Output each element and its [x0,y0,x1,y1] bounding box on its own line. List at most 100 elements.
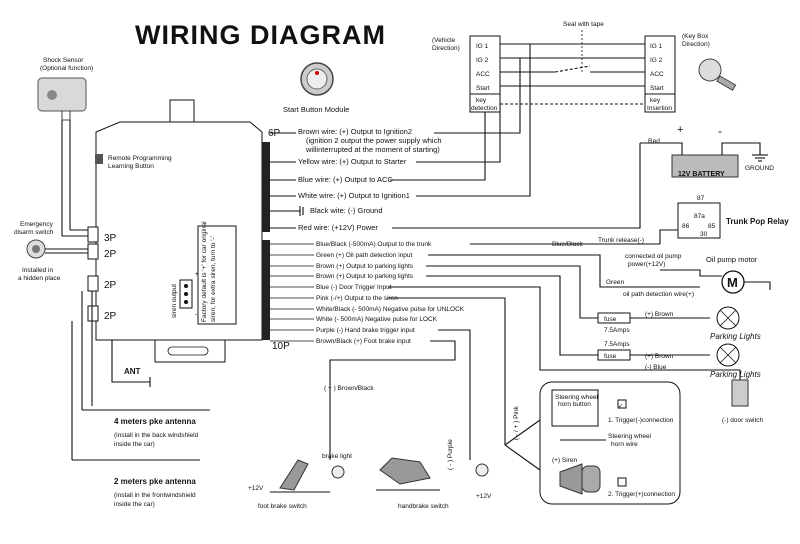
trigger2-checkbox[interactable] [617,477,627,487]
wire-10p-2: Green (+) Oil path detection input [316,252,412,259]
emergency-label-2: disarm switch [14,229,54,236]
steering-btn-1: Steering wheel [555,394,599,401]
battery-plus: + [677,124,683,136]
keybox-terminal-box [644,35,676,113]
trigger2-label: 2. Trigger(+)connection [608,491,675,498]
learning-button[interactable] [95,154,103,164]
left-acc: ACC [476,71,490,78]
left-key-1: key [476,97,487,104]
connector-3p-label: 3P [104,233,117,244]
vehicle-direction-1: (Vehicle [432,37,456,44]
left-key-2: detection [471,105,498,112]
wire-10p-6: Pink (-/+) Output to the siren [316,295,398,302]
brown-black-label: ( + ) Brown/Black [324,385,374,392]
wire-black: Black wite: (-) Ground [310,206,383,215]
connector-2p-b-label: 2P [104,280,117,291]
connector-10p-label: 10P [272,341,290,352]
seal-label: Seal with tape [563,21,604,28]
wire-10p-8: White (- 500mA) Negative pulse for LOCK [316,316,438,323]
trunk-relay: 87 87a 86 85 30 Trunk Pop Relay [677,195,789,239]
battery-icon [671,154,739,178]
antenna2-line2: inside the car) [114,501,155,508]
keybox-direction-2: Direction) [682,41,710,48]
wire-blue: Blue wire: (+) Output to ACC [298,175,393,184]
siren-label: (+) Siren [552,457,577,464]
battery: Red + - 12V BATTERY GROUND [640,124,774,178]
door-switch-label: (-) door switch [722,417,764,424]
shock-sensor-knob-icon [47,90,57,100]
parking-lights-2: Parking Lights [710,370,761,379]
relay-85: 85 [708,223,716,230]
plus12-right: +12V [476,493,492,500]
wire-10p-1: Blue/Black (-500mA) Output to the trunk [316,241,432,248]
oil-detect-label: oil path detection wire(+) [623,291,694,298]
emergency-hidden-2: a hidden place [18,275,61,282]
connector-2p-c-label: 2P [104,311,117,322]
start-button-label: Start Button Module [283,105,349,114]
relay-icon [677,202,721,239]
vehicle-direction-2: Direction) [432,45,460,52]
oil-power-2: power(+12V) [628,261,665,268]
bottom-area: ( + ) Brown/Black ( - ) Purple ( - / + )… [248,385,541,510]
factory-default-line1: Factory default is '+' for car original [201,221,208,322]
shock-sensor-icon [37,77,87,112]
siren-icon [559,463,583,495]
trigger1-checkbox[interactable] [617,399,627,409]
antenna2-line1: (install in the frontwindshield [114,492,196,499]
pink-label: ( - / + ) Pink [513,405,520,440]
fuse-2-label: fuse [604,353,617,360]
right-acc: ACC [650,71,664,78]
blue-black-label: Blue/Black [552,241,583,248]
vehicle-terminal-box [469,35,501,113]
minus-blue-label: (-) Blue [645,364,667,371]
battery-minus: - [718,124,722,138]
ground-label: GROUND [745,165,774,172]
brake-light-label: brake light [322,453,352,460]
handbrake-light-icon [475,463,489,477]
relay-86: 86 [682,223,690,230]
factory-default-line2: siren, for extra siren, turn to '-' [210,236,217,322]
right-start: Start [650,85,664,92]
right-ig2: IG 2 [650,57,663,64]
green-label: Green [606,279,624,286]
jumper-minus: - [195,311,197,318]
battery-label: 12V BATTERY [678,171,725,178]
right-key-2: Insertion [647,105,672,112]
handbrake-icon [379,457,431,485]
trigger1-check: ✓ [618,403,623,410]
wire-10p-4: Brown (+) Output to parking lights [316,273,414,280]
wires-10p: Blue/Black (-500mA) Output to the trunk … [270,229,741,460]
connector-10p [262,240,270,340]
left-start: Start [476,85,490,92]
antenna2-title: 2 meters pke antenna [114,477,196,486]
amps-1: 7.5Amps [604,327,630,334]
relay-title: Trunk Pop Relay [726,217,789,226]
ignition-key-icon [698,58,722,82]
antenna1-line2: inside the car) [114,441,155,448]
connector-6p [262,142,270,232]
keybox-direction-1: (Key Box [682,33,709,40]
wire-10p-10: Brown/Black (+) Foot brake input [316,338,411,345]
antenna1-title: 4 meters pke antenna [114,417,196,426]
learning-button-label: Learning Button [108,163,154,170]
jumper-plus: + [195,271,199,278]
right-side: Blue/Black Trunk release(-) connected oi… [552,237,771,424]
siren-output-label: siren output [171,284,178,318]
foot-brake-pedal-icon [279,459,309,491]
wire-red: Red wire: (+12V) Power [298,223,378,232]
antenna1-line1: (install in the back windshield [114,432,199,439]
trigger1-label: 1. Trigger(-)connection [608,417,674,424]
wires-6p: Brown wire: (+) Output to Ignition2 (ign… [270,44,641,232]
brake-light-icon [331,465,345,479]
wire-white: White wire: (+) Output to Ignition1 [298,191,410,200]
connector-3p [87,226,99,243]
siren-box: Steering wheel horn button ✓ 1. Trigger(… [539,381,681,505]
plus-brown-2: (+) Brown [645,353,674,360]
purple-label: ( - ) Purple [447,439,454,470]
wire-10p-3: Brown (+) Output to parking lights [316,263,414,270]
amps-2: 7.5Amps [604,341,630,348]
battery-red-label: Red [648,138,660,145]
wire-brown-note-2: willinterrupted at the moment of startin… [305,145,440,154]
